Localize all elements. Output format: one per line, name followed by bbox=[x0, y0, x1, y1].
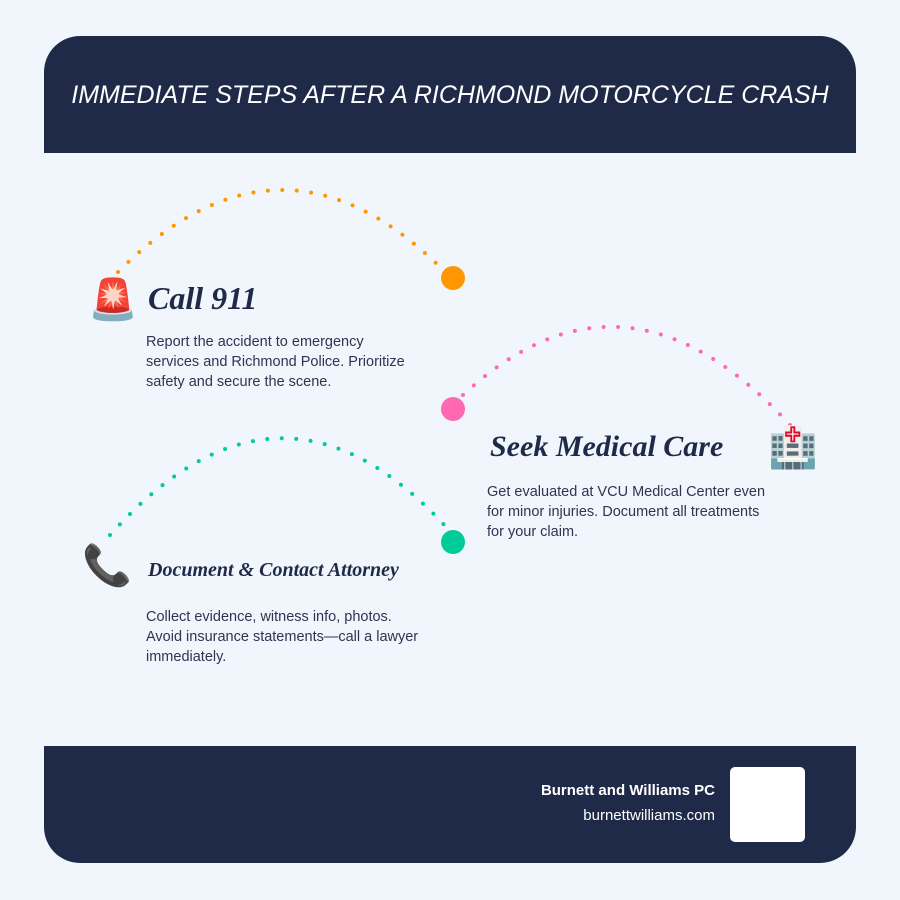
arc-step-1 bbox=[116, 188, 443, 274]
hospital-icon: 🏥 bbox=[768, 425, 818, 471]
step-1-description: Report the accident to emergency service… bbox=[146, 334, 405, 390]
step-1-title: Call 911 bbox=[148, 280, 258, 316]
police-light-icon: 🚨 bbox=[88, 277, 138, 323]
step-3-description: Collect evidence, witness info, photos. … bbox=[146, 609, 419, 665]
firm-logo bbox=[730, 767, 805, 842]
step-2-title: Seek Medical Care bbox=[490, 430, 724, 463]
step-2-description: Get evaluated at VCU Medical Center even… bbox=[487, 484, 766, 540]
page-title: Immediate Steps After a Richmond Motorcy… bbox=[71, 80, 829, 109]
footer-banner: Burnett and Williams PC burnettwilliams.… bbox=[44, 746, 856, 863]
firm-website-link[interactable]: burnettwilliams.com bbox=[583, 807, 715, 824]
arc-step-2 bbox=[461, 324, 792, 427]
telephone-icon: 📞 bbox=[82, 543, 132, 589]
marker-step-2 bbox=[441, 397, 465, 421]
step-3-title: Document & Contact Attorney bbox=[148, 559, 399, 581]
marker-step-1 bbox=[441, 266, 465, 290]
marker-step-3 bbox=[441, 530, 465, 554]
arc-step-3 bbox=[108, 436, 449, 537]
header-banner: Immediate Steps After a Richmond Motorcy… bbox=[44, 36, 856, 153]
firm-name: Burnett and Williams PC bbox=[540, 782, 715, 799]
